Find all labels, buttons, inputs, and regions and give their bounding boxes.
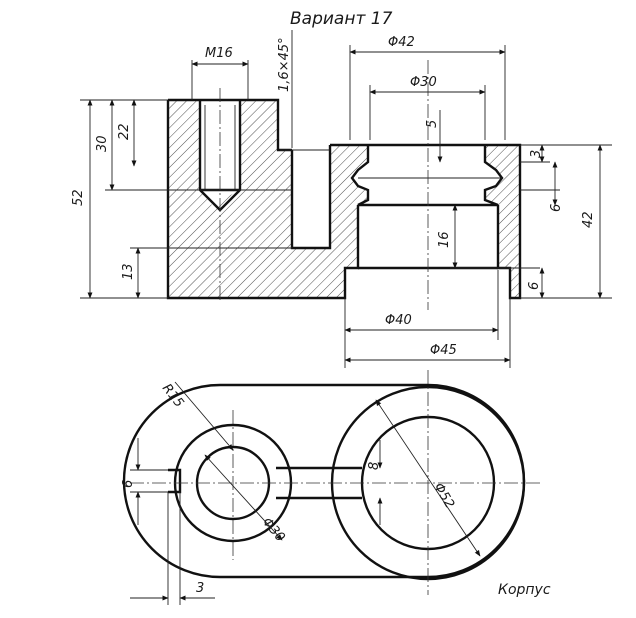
dim-16: 16 bbox=[437, 231, 452, 248]
dim-m16: M16 bbox=[205, 46, 233, 61]
part-label: Корпус bbox=[498, 582, 551, 598]
dim-30: 30 bbox=[95, 135, 110, 152]
dim-6-upper: 6 bbox=[549, 204, 564, 212]
dim-d40: Φ40 bbox=[385, 313, 412, 328]
dim-d42: Φ42 bbox=[388, 35, 415, 50]
dim-d30-top: Φ30 bbox=[410, 75, 437, 90]
drawing-title: Вариант 17 bbox=[290, 9, 393, 29]
section-hatch-right bbox=[345, 145, 368, 268]
bore-profile bbox=[350, 145, 504, 207]
dim-6-slot: 6 bbox=[121, 480, 136, 488]
dim-52: 52 bbox=[71, 189, 86, 206]
dim-13: 13 bbox=[121, 263, 136, 280]
plan-view bbox=[122, 370, 540, 595]
dim-3-slot: 3 bbox=[196, 581, 204, 596]
section-hatch-right-wall bbox=[485, 145, 520, 298]
dim-8: 8 bbox=[367, 462, 382, 470]
dim-d45: Φ45 bbox=[430, 343, 457, 358]
dim-6-lower: 6 bbox=[527, 282, 542, 290]
dim-5: 5 bbox=[425, 120, 440, 128]
front-dimensions: M16 1,6×45° Φ42 Φ30 52 30 22 13 5 bbox=[71, 30, 612, 368]
plan-slot bbox=[168, 468, 182, 494]
front-section-view bbox=[166, 60, 522, 310]
slot-cut bbox=[290, 145, 332, 250]
dim-42: 42 bbox=[581, 211, 596, 228]
plan-outline bbox=[122, 383, 526, 579]
section-hatch-base bbox=[168, 268, 345, 298]
dim-chamfer: 1,6×45° bbox=[277, 37, 292, 92]
dim-3-right: 3 bbox=[529, 150, 544, 158]
section-hatch-left bbox=[168, 100, 345, 268]
dim-r15: R15 bbox=[159, 381, 187, 410]
dim-d52: Φ52 bbox=[431, 481, 457, 512]
dim-22: 22 bbox=[117, 123, 132, 140]
